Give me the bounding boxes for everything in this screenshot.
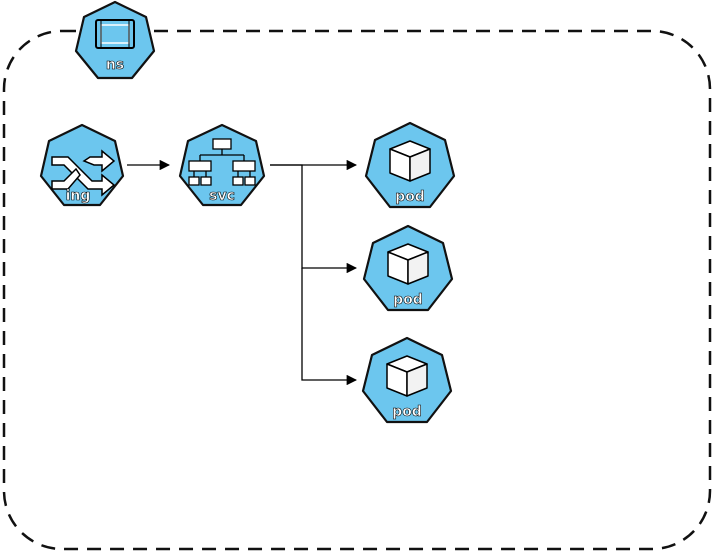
namespace-icon	[95, 19, 135, 49]
ingress-node: ing	[39, 123, 125, 207]
namespace-boundary	[2, 29, 712, 551]
edge-svc-pod2	[270, 164, 358, 274]
pod-label: pod	[392, 404, 422, 420]
connectors	[127, 159, 358, 386]
service-node: svc	[178, 123, 266, 207]
namespace-label: ns	[106, 57, 124, 73]
pod-cube-icon	[387, 243, 429, 285]
pod-node-1: pod	[364, 121, 456, 209]
ingress-icon	[51, 149, 116, 197]
ingress-label: ing	[66, 188, 91, 204]
pod-cube-icon	[389, 140, 431, 182]
pod-node-3: pod	[361, 336, 453, 424]
pod-label: pod	[395, 189, 425, 205]
edge-svc-pod3	[301, 268, 358, 386]
namespace-node: ns	[74, 0, 156, 80]
pod-label: pod	[393, 292, 423, 308]
service-icon	[188, 138, 256, 186]
pod-node-2: pod	[362, 224, 454, 312]
pod-cube-icon	[386, 355, 428, 397]
service-label: svc	[209, 188, 235, 204]
